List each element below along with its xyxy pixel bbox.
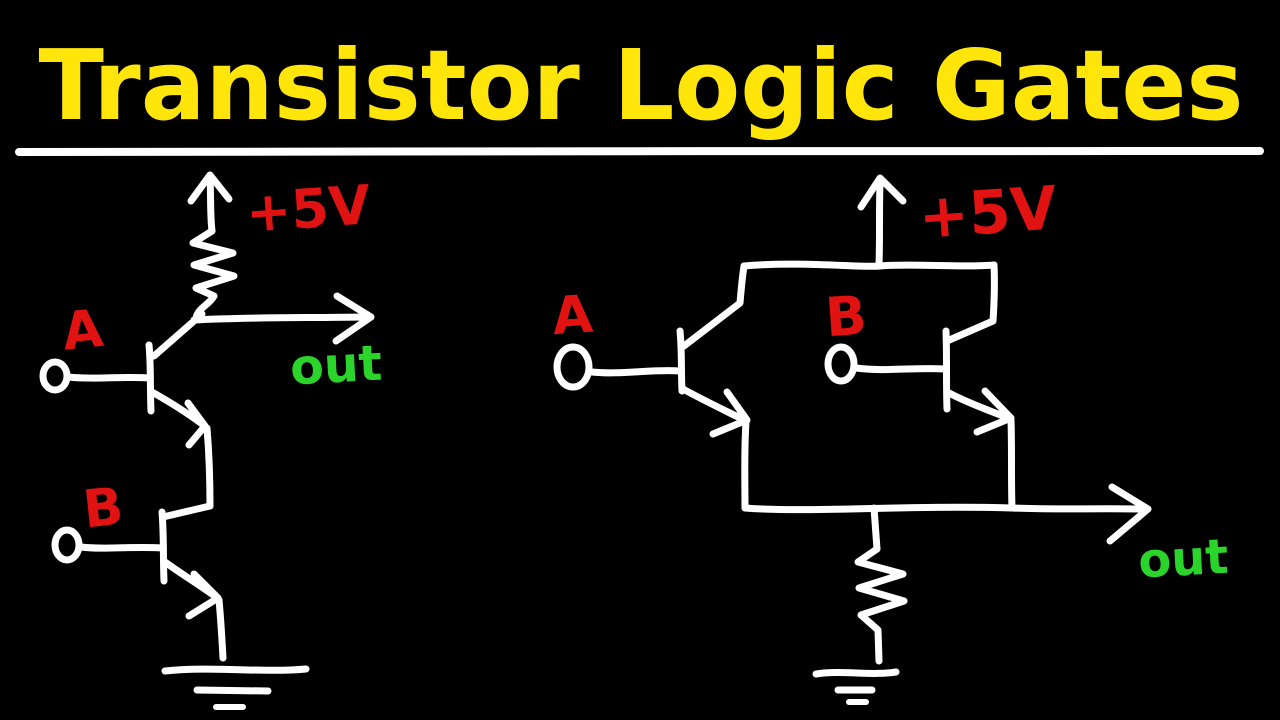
left-output-label: out [289, 335, 384, 397]
page-title: Transistor Logic Gates [39, 29, 1244, 142]
right-transistor-a-base-bar [676, 327, 686, 395]
left-transistor-a [145, 310, 209, 449]
right-emitter-join-wire [741, 503, 1016, 514]
right-output-label: out [1137, 529, 1230, 590]
right-input-a-terminal [553, 343, 593, 391]
right-transistor-a-emitter [679, 385, 751, 438]
right-resistor [854, 504, 908, 665]
right-input-b-label: B [823, 284, 868, 350]
left-input-a-wire [64, 373, 153, 382]
left-input-a-terminal [39, 358, 71, 394]
left-supply-label: +5V [244, 173, 373, 245]
left-input-b-label: B [80, 477, 126, 541]
left-resistor [189, 227, 238, 322]
right-ground-line-1 [812, 668, 900, 678]
right-circuit: +5V A B [550, 173, 1230, 705]
right-supply-label: +5V [916, 173, 1060, 253]
right-emitter-a-wire [741, 418, 750, 512]
right-emitter-b-wire [1007, 416, 1016, 512]
left-input-b-terminal [51, 526, 83, 564]
left-output-arrow [190, 292, 375, 345]
left-ground-line-1 [161, 665, 310, 675]
right-input-b-wire [852, 364, 949, 374]
right-collector-rail [740, 260, 998, 270]
left-ground-wire [215, 596, 227, 662]
left-interstage-wire [203, 424, 214, 510]
right-output-arrow [1008, 483, 1152, 545]
right-ground-symbol [812, 668, 900, 705]
left-transistor-a-emitter [148, 388, 209, 449]
left-circuit: +5V out A [39, 171, 384, 710]
right-input-b-terminal [824, 343, 858, 385]
right-power-arrow [857, 174, 907, 268]
right-transistor-a-collector [680, 262, 748, 350]
left-ground-line-2 [193, 686, 272, 695]
right-input-a-wire [588, 367, 684, 377]
left-input-a-label: A [60, 299, 106, 363]
left-transistor-b-collector [159, 502, 214, 521]
left-transistor-b [158, 502, 222, 620]
right-transistor-b [942, 327, 1015, 436]
left-ground-symbol [161, 665, 310, 710]
left-transistor-a-collector [150, 310, 206, 360]
right-transistor-b-collector [943, 261, 998, 345]
right-input-a-label: A [550, 285, 594, 348]
right-transistor-a [676, 327, 751, 438]
left-power-arrow [187, 171, 233, 235]
title-underline [15, 147, 1264, 156]
left-transistor-b-emitter [161, 558, 222, 620]
left-input-b-wire [77, 543, 166, 552]
right-transistor-b-emitter [945, 387, 1015, 436]
